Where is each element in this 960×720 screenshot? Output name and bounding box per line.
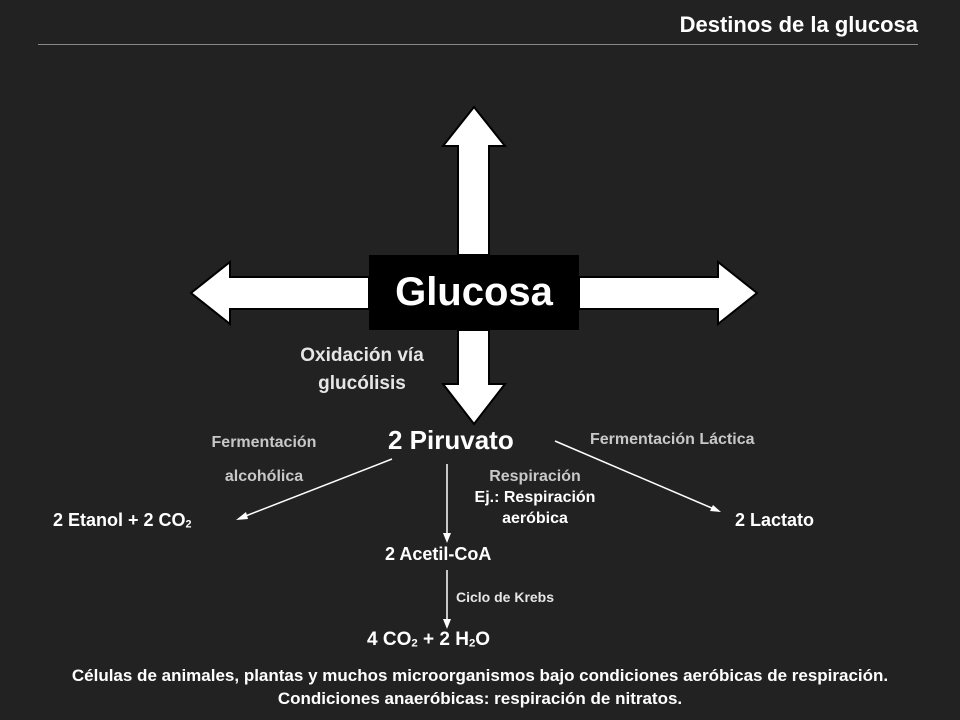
final-co2: 4 CO <box>367 629 412 650</box>
final-h2o-subscript: 2 <box>468 637 476 650</box>
respiracion-label: Respiración Ej.: Respiración aeróbica <box>442 466 628 529</box>
final-products: 4 CO2 + 2 H2O <box>367 629 490 651</box>
glucosa-label: Glucosa <box>395 270 553 314</box>
arrowhead-lactato <box>710 505 721 512</box>
final-o: O <box>475 629 491 650</box>
oxidacion-label: Oxidación vía glucólisis <box>300 345 424 394</box>
respiracion-title: Respiración <box>489 468 581 485</box>
etanol-product: 2 Etanol + 2 CO2 <box>53 510 192 531</box>
etanol-subscript: 2 <box>185 518 192 531</box>
respiracion-example: Ej.: Respiración aeróbica <box>474 489 596 527</box>
ciclo-krebs-label: Ciclo de Krebs <box>455 589 555 605</box>
title-divider <box>38 44 918 45</box>
final-co2-subscript: 2 <box>411 637 418 650</box>
footer-note: Células de animales, plantas y muchos mi… <box>71 666 889 708</box>
glucosa-box: Glucosa <box>369 255 579 330</box>
arrow-down <box>440 329 508 426</box>
arrowhead-etanol <box>236 512 248 520</box>
fermentacion-lactica-label: Fermentación Láctica <box>590 431 755 448</box>
arrow-left <box>189 259 370 327</box>
piruvato-label: 2 Piruvato <box>388 425 514 455</box>
arrow-to-etanol <box>242 458 393 518</box>
lactato-product: 2 Lactato <box>735 510 815 530</box>
etanol-text: 2 Etanol + 2 CO <box>53 510 186 530</box>
acetil-coa-product: 2 Acetil-CoA <box>385 544 492 564</box>
fermentacion-alcoholica-label: Fermentación alcohólica <box>211 434 317 485</box>
arrowhead-co2h2o <box>443 619 451 629</box>
arrow-up <box>440 105 508 256</box>
arrowhead-acetil <box>443 533 451 543</box>
arrow-to-lactato <box>554 440 715 510</box>
final-h2o: + 2 H <box>417 629 469 650</box>
arrow-right <box>578 259 759 327</box>
page-title: Destinos de la glucosa <box>679 12 918 37</box>
